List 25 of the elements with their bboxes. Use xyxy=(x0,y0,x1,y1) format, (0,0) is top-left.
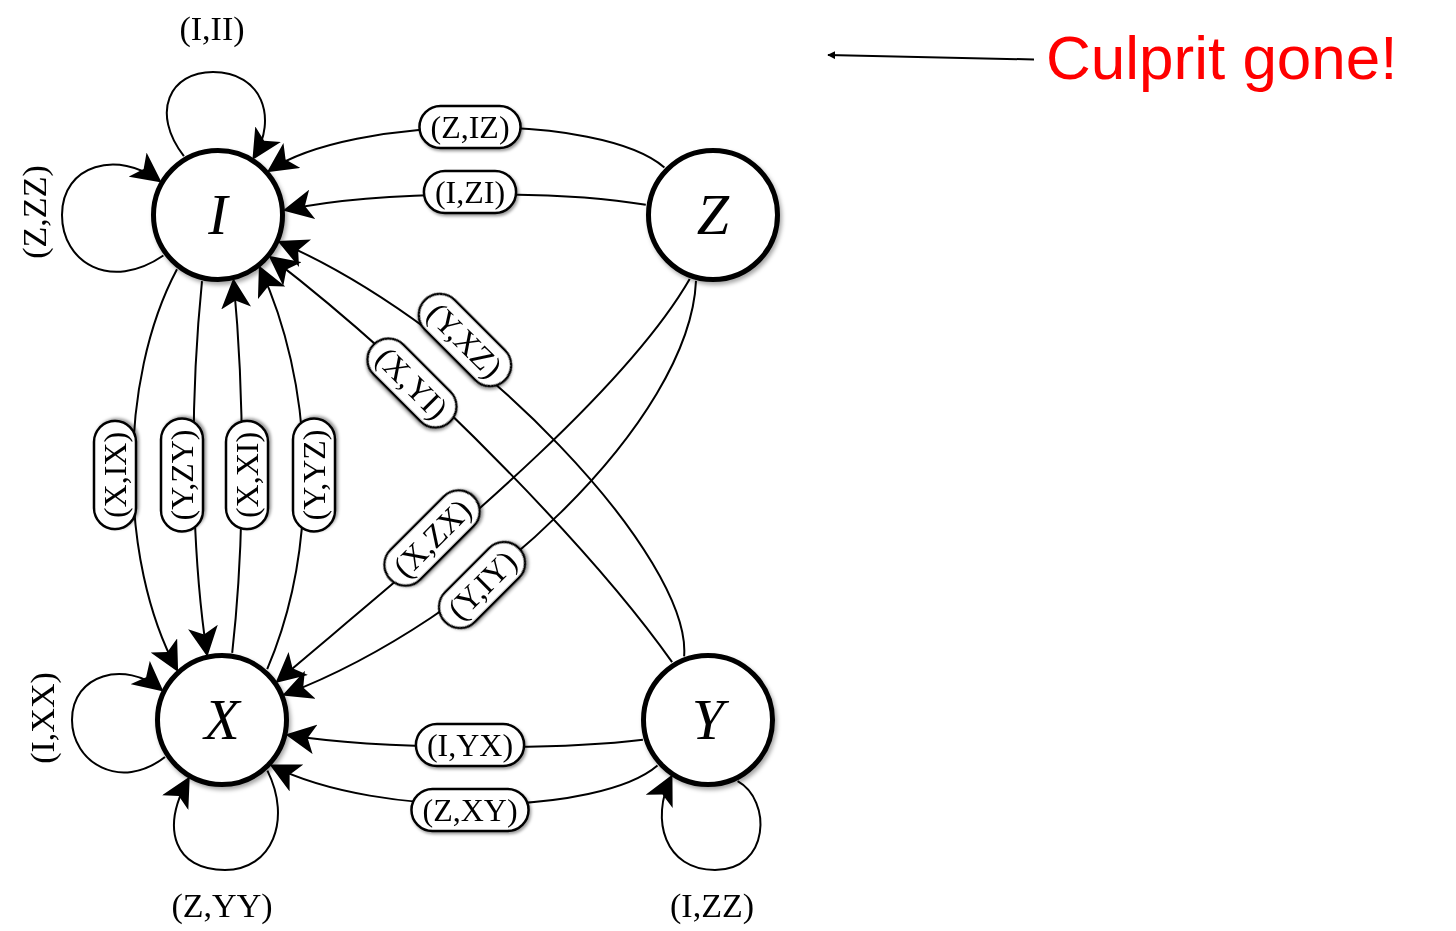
state-label: Z xyxy=(696,186,730,244)
edge-label: (Z,IZ) xyxy=(418,104,522,150)
edge-label: (I,XX) xyxy=(23,672,61,764)
edge-label: (I,YX) xyxy=(414,722,526,768)
arrow xyxy=(827,51,1035,61)
state-label: I xyxy=(208,186,228,244)
state-circle xyxy=(151,148,285,282)
edge-label: (Y,YZ) xyxy=(291,417,337,533)
edge-label: (Y,ZY) xyxy=(159,417,205,533)
arrow xyxy=(165,71,280,160)
edge-label: (X,XI) xyxy=(224,419,270,531)
edge-label: (Z,XY) xyxy=(410,787,530,833)
state-label: X xyxy=(204,691,240,749)
annotation-text: Culprit gone! xyxy=(1046,22,1398,93)
arrow xyxy=(71,661,166,774)
state-circle xyxy=(155,653,289,787)
arrow xyxy=(646,774,762,871)
arrow xyxy=(162,769,279,871)
edge-label: (Z,YY) xyxy=(171,886,273,924)
edge-label: (X,IX) xyxy=(92,419,138,531)
edge-label: (I,ZI) xyxy=(422,169,518,215)
arrow xyxy=(61,153,165,273)
edge-label: (I,ZZ) xyxy=(670,886,754,924)
edge-label: (Z,ZZ) xyxy=(15,165,53,259)
edge-label: (I,II) xyxy=(179,9,245,47)
